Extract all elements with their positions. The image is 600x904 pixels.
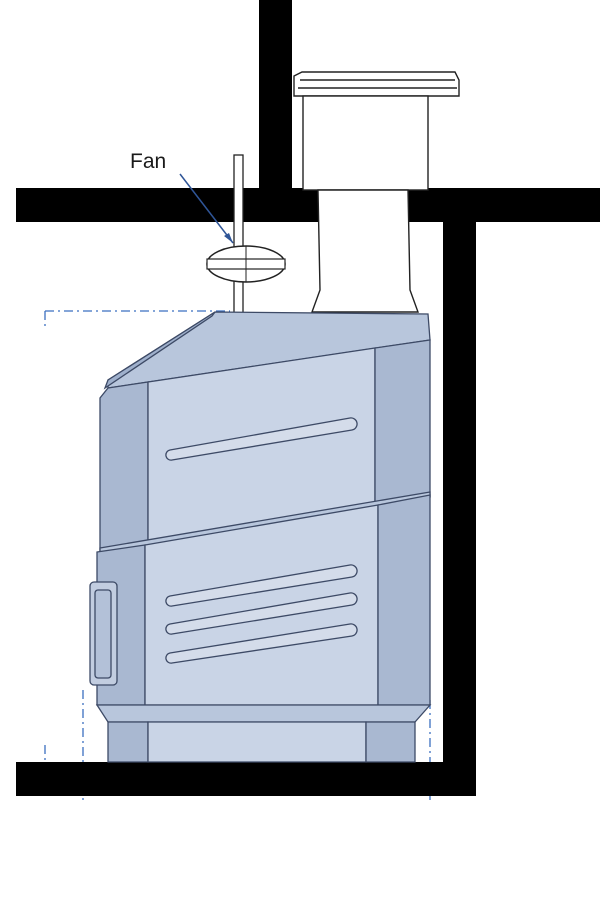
upper-left-panel [99,381,149,556]
vent-slots [165,417,358,664]
fan-icon [206,245,286,283]
fan-label: Fan [130,150,166,173]
floor-slab-upper [16,188,600,222]
floor-slab-lower [16,762,476,796]
vent-slot [165,592,358,635]
fan-pointer-arrow [179,173,234,244]
walls [16,0,600,796]
unit-base-front [147,721,367,763]
chute-pipe [311,189,419,313]
unit-base-taper [95,704,432,723]
vent-slot [165,417,358,461]
unit-base-right [365,721,416,763]
unit-base-left [107,721,149,763]
vertical-wall-top [259,0,292,222]
toilet-seat [293,71,460,191]
upper-right-panel [374,339,431,511]
vertical-wall-right [443,188,476,796]
vent-slot [165,564,358,607]
lower-right-panel [377,494,431,706]
vent-slot [165,623,358,664]
composting-unit [89,311,432,763]
fan-shaft [233,154,244,316]
